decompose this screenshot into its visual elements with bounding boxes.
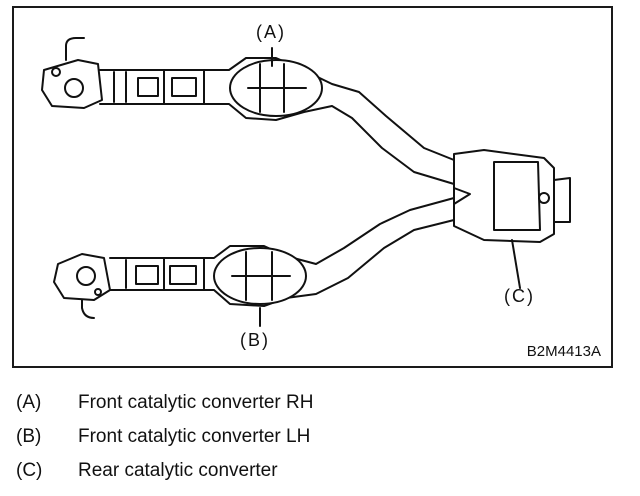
legend-key: (B) — [16, 426, 42, 447]
callout-c-label: (C) — [504, 286, 535, 306]
lh-front-pipe — [109, 197, 455, 307]
callout-c-leader — [511, 239, 521, 289]
callout-a-label: (A) — [256, 22, 286, 42]
legend-item: (A) Front catalytic converter RH — [16, 386, 313, 420]
exhaust-system-drawing — [41, 37, 571, 327]
legend-text: Front catalytic converter RH — [78, 392, 314, 413]
legend-list: (A) Front catalytic converter RH (B) Front… — [16, 386, 313, 488]
legend-item: (B) Front catalytic converter LH — [16, 420, 313, 454]
callout-b-label: (B) — [240, 330, 270, 350]
legend-text: Front catalytic converter LH — [78, 426, 311, 447]
legend-text: Rear catalytic converter — [78, 460, 278, 481]
rh-flange — [41, 37, 103, 109]
front-catalytic-converter-lh — [213, 247, 307, 305]
front-catalytic-converter-rh — [229, 59, 323, 117]
legend-key: (A) — [16, 392, 42, 413]
exhaust-diagram-frame: (A) (B) (C) B2M4413A — [12, 6, 613, 368]
figure-id: B2M4413A — [526, 343, 601, 360]
legend-key: (C) — [16, 460, 43, 481]
lh-flange — [53, 253, 111, 319]
rear-catalytic-converter — [453, 149, 571, 243]
legend-item: (C) Rear catalytic converter — [16, 454, 313, 488]
